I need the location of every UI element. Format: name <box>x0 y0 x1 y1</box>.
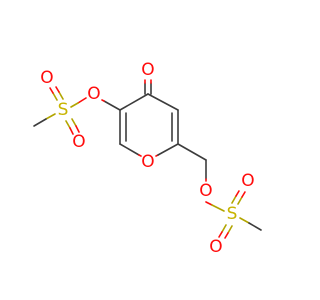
bond-s-o-rbot-a-r <box>218 231 223 238</box>
bond-s-o-rtop-a-y <box>237 196 243 205</box>
bond-s-o-top-a-r <box>49 87 54 94</box>
bond-c6-o1 <box>119 143 140 156</box>
bond-s-o-rbot-b-y <box>227 225 233 234</box>
bond-o1-c2 <box>157 143 179 156</box>
bond-s-ch3-right-y <box>239 217 250 224</box>
bond-s-ch3-left-y <box>45 113 56 120</box>
bond-c4-c5 <box>119 93 149 111</box>
bond-s-o-bot-b-r <box>75 125 80 133</box>
bond-o-s-right-yellow <box>211 204 225 212</box>
right-mesylate: O S O O <box>177 143 262 257</box>
bond-s-o-rtop-b-y <box>231 195 237 204</box>
bond-c2-ch2 <box>177 143 207 161</box>
atom-s-right: S <box>227 204 238 224</box>
atom-s-left: S <box>58 100 69 120</box>
atom-so-right-top: O <box>241 171 254 191</box>
bond-s-o-rbot-b-r <box>224 232 229 239</box>
bond-o-s-right-red <box>205 201 213 206</box>
bond-o-s-left-red <box>77 97 87 104</box>
bond-c6-o1-red <box>138 154 142 157</box>
ketone-group: O <box>141 60 155 95</box>
bond-s-o-rtop-a-r <box>241 191 246 198</box>
bond-s-o-top-a-y <box>52 92 58 101</box>
bond-s-o-top-b-y <box>58 91 64 100</box>
bond-s-o-rbot-a-y <box>221 224 227 233</box>
atom-so-left-top: O <box>40 68 53 88</box>
bond-s-o-bot-a-y <box>65 120 71 129</box>
bond-s-ch3-right <box>248 222 262 231</box>
molecule-canvas: O O O S O O <box>33 60 262 257</box>
structure-drawing: O O O S O O <box>33 60 262 257</box>
bond-c5-o <box>103 100 121 111</box>
atom-ester-o-left: O <box>87 84 100 104</box>
bond-c5-o-red <box>101 99 105 102</box>
bond-s-ch3-left <box>33 118 47 127</box>
atom-ring-o: O <box>141 152 154 172</box>
pyranone-ring <box>119 93 179 157</box>
atom-so-right-bottom: O <box>209 237 222 257</box>
left-mesylate: O S O O <box>33 68 121 152</box>
bond-s-o-bot-a-r <box>69 127 74 135</box>
bond-s-o-rtop-b-r <box>235 190 240 197</box>
bond-s-o-top-b-r <box>55 86 60 93</box>
atom-ketone-o: O <box>141 60 154 80</box>
bond-c3-c4 <box>147 93 179 111</box>
bond-o-s-left-yellow <box>70 102 79 108</box>
atom-ester-o-right: O <box>199 181 212 201</box>
atom-so-left-bottom: O <box>72 132 85 152</box>
bond-s-o-bot-b-y <box>71 118 77 127</box>
